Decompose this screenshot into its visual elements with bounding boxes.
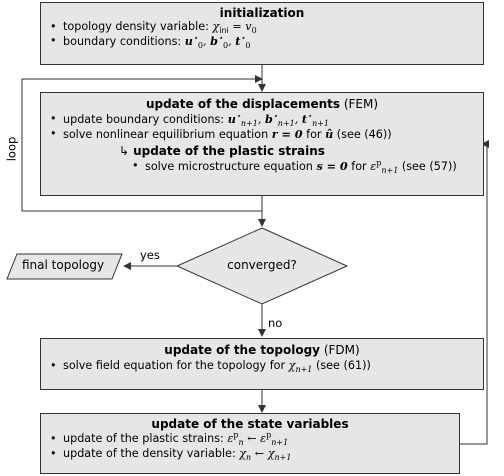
- displacements-box: update of the displacements (FEM) • upda…: [40, 92, 484, 196]
- state-density-text: update of the density variable:: [63, 447, 240, 460]
- state-row-density: • update of the density variable: χn ← χ…: [41, 447, 459, 463]
- final-topology-shape: [6, 253, 123, 280]
- state-plastic-math: εpn ← εpn+1: [227, 430, 289, 448]
- state-variables-box: update of the state variables • update o…: [40, 413, 460, 474]
- decision-label: converged?: [227, 258, 297, 272]
- initialization-box: initialization • topology density variab…: [40, 2, 484, 65]
- bullet: •: [50, 127, 57, 140]
- disp-row-boundary: • update boundary conditions: u⋆n+1, b⋆n…: [41, 111, 483, 129]
- final-topology-label: final topology: [22, 258, 105, 272]
- disp-boundary-text: update boundary conditions:: [63, 113, 228, 126]
- microstructure-eq: s = 0: [316, 159, 348, 173]
- plastic-strains-row: • solve microstructure equation s = 0 fo…: [132, 158, 457, 176]
- disp-equilibrium-eq: r = 0: [271, 127, 303, 141]
- disp-row-equilibrium: • solve nonlinear equilibrium equation r…: [50, 127, 392, 141]
- bullet: •: [50, 112, 57, 125]
- topology-row-text: solve field equation for the topology fo…: [63, 359, 289, 372]
- topology-row-ref: (see (61)): [312, 359, 371, 372]
- loop-label: loop: [4, 136, 19, 162]
- displacements-title: update of the displacements (FEM): [145, 97, 379, 111]
- sub-arrow-icon: ↳: [119, 144, 130, 158]
- topology-row-var: χn+1: [288, 359, 313, 375]
- no-label: no: [268, 316, 283, 330]
- topology-box: update of the topology (FDM) • solve fie…: [40, 338, 484, 390]
- microstructure-text: solve microstructure equation: [145, 160, 317, 173]
- microstructure-ref: (see (57)): [398, 160, 457, 173]
- initialization-title: initialization: [219, 6, 305, 20]
- topology-row: • solve field equation for the topology …: [41, 359, 483, 375]
- state-variables-title: update of the state variables: [151, 417, 349, 431]
- disp-equilibrium-var: û: [325, 127, 334, 141]
- bullet: •: [50, 432, 57, 445]
- yes-label: yes: [140, 248, 160, 262]
- bullet: •: [50, 20, 57, 33]
- init-row-boundary: • boundary conditions: u⋆0, b⋆0, t⋆0: [41, 33, 483, 51]
- microstructure-var: εpn+1: [370, 158, 399, 176]
- bullet: •: [50, 447, 57, 460]
- bullet: •: [132, 159, 139, 172]
- disp-boundary-math: u⋆n+1, b⋆n+1, t⋆n+1: [227, 111, 330, 129]
- bullet: •: [50, 34, 57, 47]
- init-row-density: • topology density variable: χini = v0: [41, 20, 483, 36]
- state-plastic-text: update of the plastic strains:: [63, 432, 228, 445]
- init-density-text: topology density variable:: [63, 20, 213, 33]
- init-density-math: χini = v0: [212, 20, 257, 36]
- state-row-plastic: • update of the plastic strains: εpn ← ε…: [41, 430, 459, 448]
- init-boundary-math: u⋆0, b⋆0, t⋆0: [184, 33, 251, 51]
- disp-equilibrium-ref: (see (46)): [333, 128, 392, 141]
- state-density-math: χn ← χn+1: [239, 447, 292, 463]
- plastic-strains-subtitle: ↳update of the plastic strains: [119, 144, 325, 158]
- disp-equilibrium-text: solve nonlinear equilibrium equation: [63, 128, 272, 141]
- init-boundary-text: boundary conditions:: [63, 35, 185, 48]
- topology-title: update of the topology (FDM): [164, 343, 360, 357]
- bullet: •: [50, 359, 57, 372]
